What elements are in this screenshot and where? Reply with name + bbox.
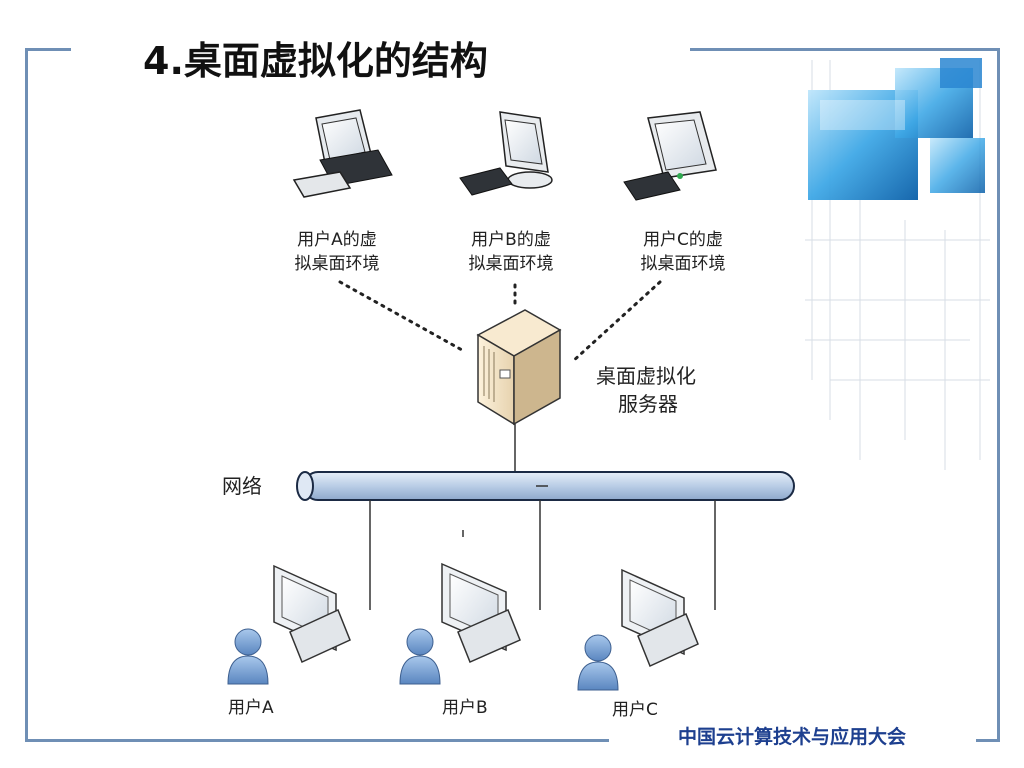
desktop-computer-icon [623, 111, 717, 201]
user-label-c: 用户C [612, 700, 658, 720]
virtual-env-a-line2: 拟桌面环境 [294, 254, 380, 274]
server-label: 桌面虚拟化 服务器 [596, 362, 696, 418]
virtual-env-label-b: 用户B的虚 拟桌面环境 [456, 228, 566, 276]
frame-top-left [25, 48, 71, 51]
monitor-icon [273, 564, 351, 664]
virtual-env-label-c: 用户C的虚 拟桌面环境 [628, 228, 738, 276]
virtual-env-b-line1: 用户B的虚 [471, 230, 551, 250]
network-pipe-icon [296, 471, 795, 501]
footer-text: 中国云计算技术与应用大会 [678, 726, 907, 748]
dotted-link-a [338, 280, 464, 352]
frame-bottom-right [976, 739, 1000, 742]
desktop-computer-icon [459, 111, 553, 196]
user-label-b: 用户B [442, 698, 488, 718]
virtual-env-label-a: 用户A的虚 拟桌面环境 [282, 228, 392, 276]
frame-right [997, 48, 1000, 742]
virtual-env-c-line2: 拟桌面环境 [640, 254, 726, 274]
decorative-cubes-icon [805, 58, 990, 470]
dotted-link-c [570, 280, 662, 364]
frame-left [25, 48, 28, 742]
monitor-icon [621, 568, 699, 668]
monitor-icon [441, 562, 521, 663]
frame-bottom-left [25, 739, 609, 742]
virtual-env-a-line1: 用户A的虚 [297, 230, 377, 250]
network-label: 网络 [222, 474, 262, 498]
virtual-env-c-line1: 用户C的虚 [643, 230, 723, 250]
user-label-a: 用户A [228, 698, 274, 718]
virtual-env-b-line2: 拟桌面环境 [468, 254, 554, 274]
server-label-line2: 服务器 [618, 392, 678, 416]
user-icon [227, 628, 269, 685]
page-title: 4.桌面虚拟化的结构 [143, 39, 488, 83]
user-icon [399, 628, 441, 685]
drop-lines [369, 500, 716, 610]
server-label-line1: 桌面虚拟化 [596, 364, 696, 388]
server-icon [476, 309, 562, 426]
virtual-links [338, 280, 662, 364]
desktop-computer-icon [292, 109, 393, 198]
frame-top-right [690, 48, 1000, 51]
user-icon [577, 634, 619, 691]
